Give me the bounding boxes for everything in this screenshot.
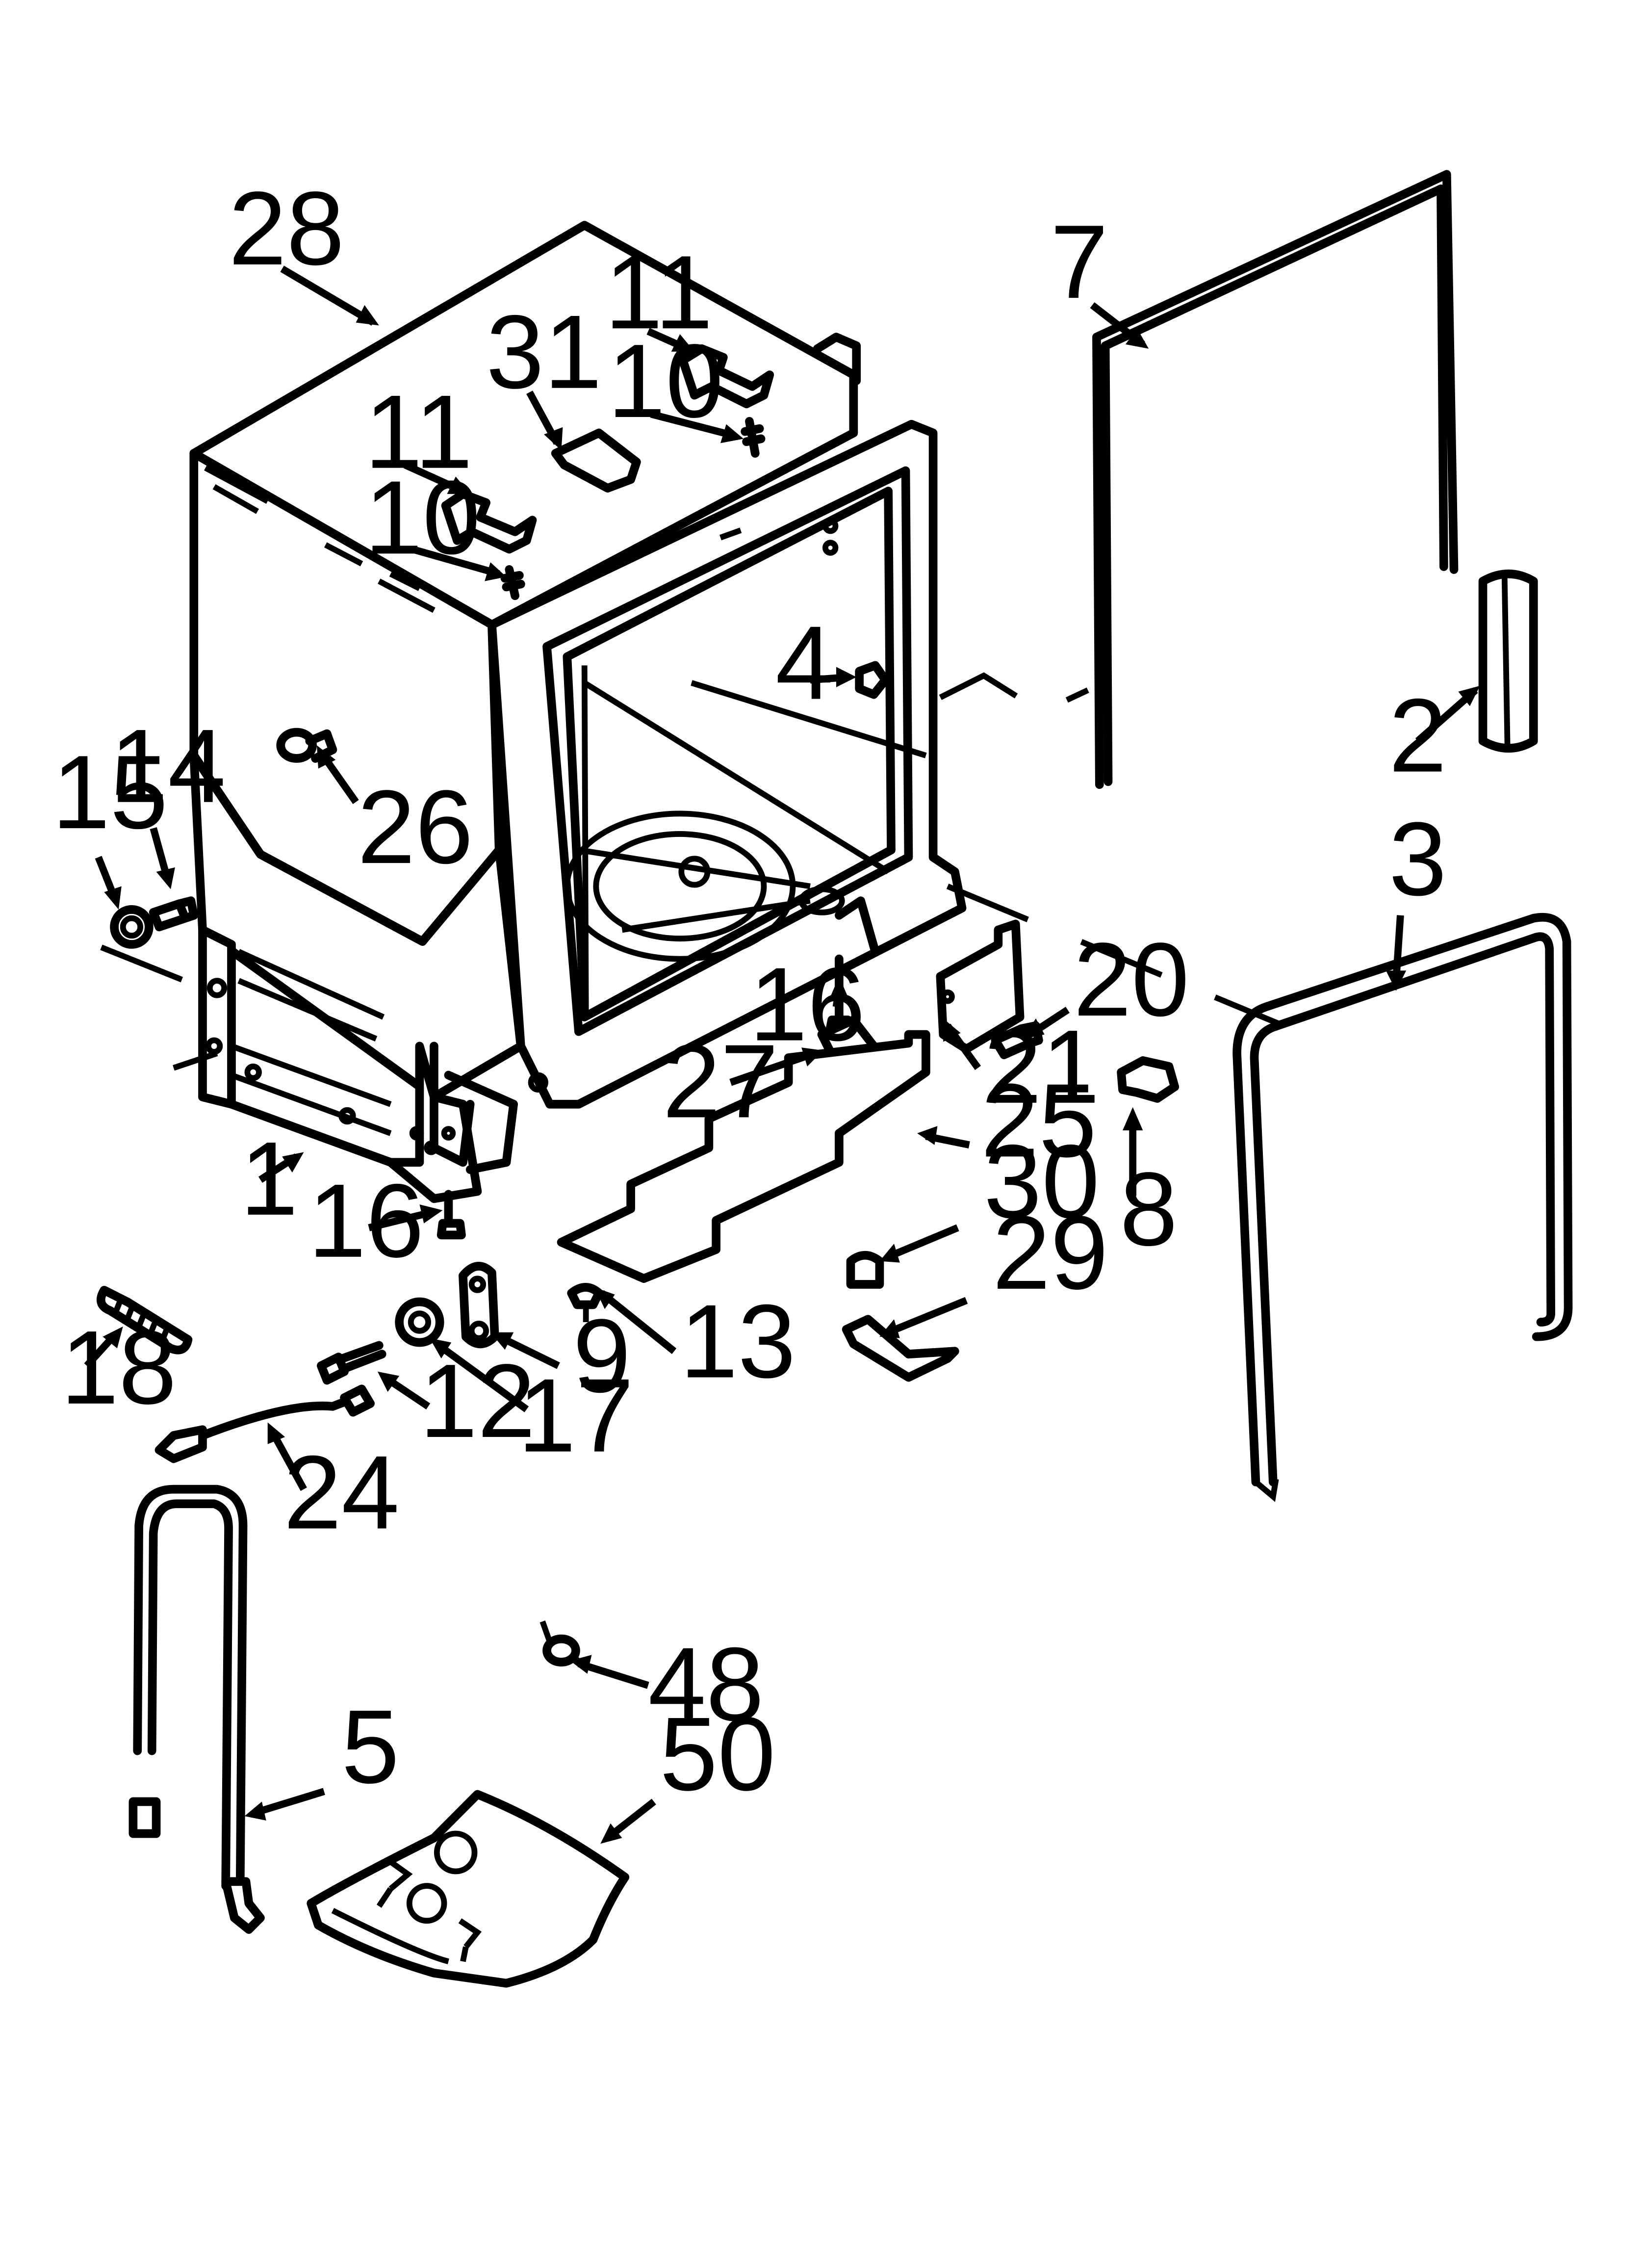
bolt-12 bbox=[317, 1341, 386, 1385]
callout-13: 13 bbox=[680, 1283, 795, 1400]
callout-10-upper: 10 bbox=[608, 323, 723, 440]
callout-24: 24 bbox=[283, 1434, 399, 1551]
callout-12: 12 bbox=[419, 1343, 535, 1460]
plug-26 bbox=[276, 728, 317, 763]
callout-5: 5 bbox=[341, 1688, 399, 1805]
plug-13 bbox=[567, 1283, 604, 1309]
callout-50: 50 bbox=[660, 1695, 775, 1812]
callout-2: 2 bbox=[1389, 677, 1447, 794]
callout-30: 30 bbox=[984, 1123, 1100, 1240]
callout-21: 21 bbox=[984, 1008, 1100, 1125]
hose-5 bbox=[133, 1485, 248, 1893]
callout-31: 31 bbox=[486, 293, 602, 410]
callout-28: 28 bbox=[229, 170, 344, 287]
plug-4 bbox=[855, 661, 890, 699]
screw-left bbox=[500, 565, 525, 600]
parts-bag-50 bbox=[307, 1790, 630, 1988]
door-seal-side bbox=[1092, 170, 1459, 789]
callout-29: 29 bbox=[993, 1195, 1108, 1311]
callout-labels: 28 7 11 31 10 11 10 4 2 26 15 14 3 20 16… bbox=[52, 170, 1447, 1813]
callout-4: 4 bbox=[775, 604, 833, 721]
callout-27: 27 bbox=[663, 1023, 778, 1140]
callout-11-lower: 11 bbox=[364, 373, 472, 490]
callout-18: 18 bbox=[61, 1309, 177, 1426]
leveling-leg-lower bbox=[436, 1190, 466, 1240]
wire-24 bbox=[198, 1395, 360, 1440]
mounting-bracket-left bbox=[441, 490, 537, 554]
callout-16-lower: 16 bbox=[308, 1162, 424, 1279]
mounting-bracket-right bbox=[678, 344, 774, 409]
callout-14: 14 bbox=[110, 707, 226, 824]
spring-18 bbox=[96, 1285, 193, 1355]
door-gasket bbox=[1232, 912, 1573, 1486]
callout-1: 1 bbox=[240, 1120, 298, 1237]
callout-48: 48 bbox=[648, 1626, 764, 1743]
callout-26: 26 bbox=[358, 769, 473, 886]
callout-20: 20 bbox=[1074, 921, 1189, 1038]
callout-15: 15 bbox=[52, 734, 168, 851]
callout-9: 9 bbox=[573, 1298, 631, 1414]
callout-7: 7 bbox=[1051, 204, 1108, 320]
callout-10-lower: 10 bbox=[364, 459, 480, 576]
nut-15 bbox=[110, 905, 154, 949]
callout-25: 25 bbox=[981, 1062, 1097, 1179]
latch-8 bbox=[1117, 1056, 1180, 1103]
clip-31 bbox=[551, 428, 641, 493]
wheel-17 bbox=[395, 1297, 444, 1347]
leader-arrows bbox=[84, 265, 1480, 1844]
callout-17: 17 bbox=[518, 1357, 634, 1474]
switch-30 bbox=[846, 1251, 884, 1289]
callout-8: 8 bbox=[1120, 1151, 1178, 1268]
bracket-29 bbox=[842, 1315, 959, 1382]
screw-right bbox=[741, 417, 766, 458]
screw-14 bbox=[149, 896, 199, 932]
callout-11-upper: 11 bbox=[605, 234, 713, 351]
callout-3: 3 bbox=[1389, 801, 1447, 917]
clamp-48 bbox=[542, 1634, 580, 1667]
panel-25 bbox=[557, 1030, 930, 1283]
callout-16-upper: 16 bbox=[749, 946, 865, 1063]
tub-assembly bbox=[189, 221, 967, 1203]
